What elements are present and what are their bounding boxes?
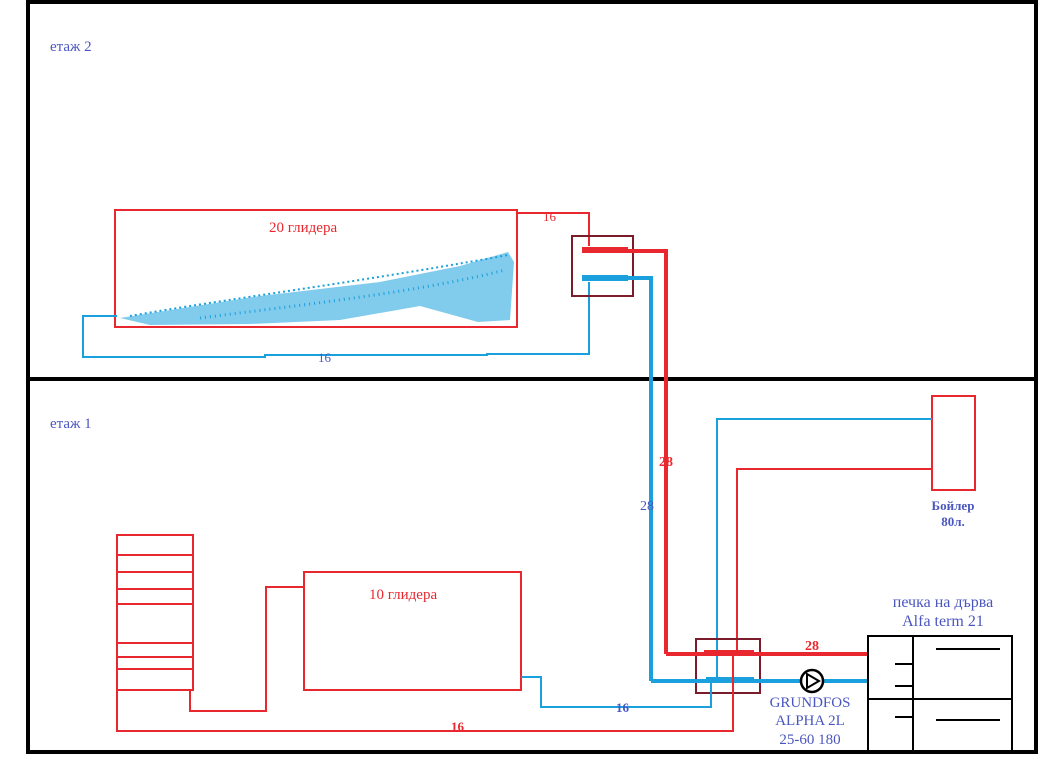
stove-label-line2: Alfa term 21: [902, 613, 984, 630]
pipe-lower-return-label: 16: [616, 700, 630, 715]
riser-return: [628, 276, 653, 681]
pump-label-line1: GRUNDFOS: [770, 695, 851, 711]
stove: [867, 635, 1013, 752]
stove-body: [867, 635, 1013, 752]
pump-label-line2: ALPHA 2L: [775, 713, 845, 729]
riser-supply-label: 28: [659, 455, 673, 470]
radiator-lower-label: 10 глидера: [369, 587, 437, 603]
pipe-upper-return: [82, 282, 590, 358]
pipe-boiler-supply: [736, 468, 932, 652]
heat-distribution-area: [120, 252, 514, 325]
stove-label-line1: печка на дърва: [893, 594, 993, 611]
pipe-lower-supply: [116, 654, 734, 732]
radiator-upper-label: 20 глидера: [269, 220, 337, 236]
heat-trace: [199, 268, 506, 320]
pump-arrow-icon: [806, 672, 821, 690]
pipe-main-supply-label: 28: [805, 639, 819, 654]
floor-label-upper: етаж 2: [50, 39, 92, 55]
pump-label-line3: 25-60 180: [779, 732, 840, 748]
radiator-upper: [114, 209, 518, 328]
pipe-lower-supply-label: 16: [451, 719, 465, 734]
floor-label-lower: етаж 1: [50, 416, 92, 432]
radiator-lower: [303, 571, 522, 691]
riser-return-label: 28: [640, 499, 654, 514]
pipe-upper-supply-label: 16: [543, 209, 557, 224]
radiator-tall-body: [116, 534, 194, 691]
boiler-label-line2: 80л.: [941, 514, 965, 529]
pipe-radiator-link: [189, 586, 304, 712]
boiler: [931, 395, 976, 491]
manifold-lower: [695, 638, 761, 694]
boiler-label-line1: Бойлер: [932, 498, 975, 513]
pipe-lower-return: [521, 676, 712, 708]
manifold-upper: [571, 235, 634, 297]
pipe-boiler-return: [716, 418, 932, 680]
radiator-tall: [116, 534, 194, 691]
pipe-upper-return-label: 16: [318, 350, 332, 365]
riser-supply: [628, 249, 668, 654]
